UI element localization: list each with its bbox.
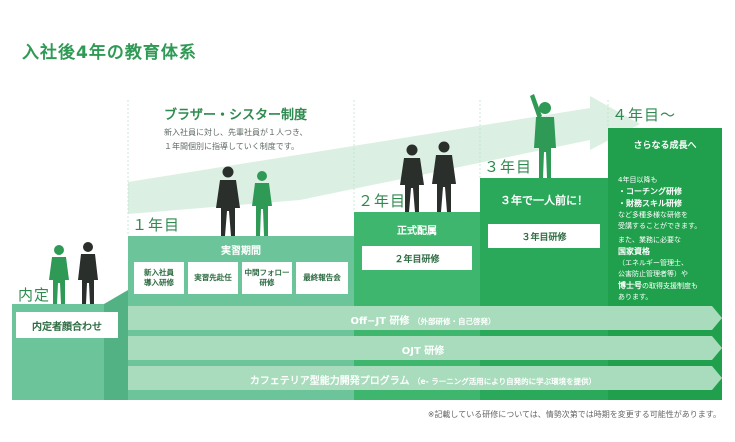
figure-year2-dark-2 [432, 141, 456, 212]
stage-label-year3: ３年目 [484, 158, 533, 176]
brother-sister-description: 新入社員に対し、先輩社員が１人つき、 １年間個別に指導していく制度です。 [164, 126, 307, 154]
year1-period-heading: 実習期間 [221, 246, 261, 257]
year1-item-orientation: 新入社員 導入研修 [134, 262, 184, 294]
figure-naitei-dark [78, 242, 98, 304]
band-ojt [128, 336, 722, 360]
stage-label-year1: １年目 [132, 216, 181, 234]
figure-year3-green [530, 94, 556, 178]
stage-label-naitei: 内定 [18, 286, 51, 304]
figure-year1-dark [216, 166, 240, 236]
figure-year1-green [252, 171, 272, 236]
brother-sister-desc-line1: 新入社員に対し、先輩社員が１人つき、 [164, 128, 308, 137]
year2-heading: 正式配属 [397, 226, 437, 237]
figure-year2-dark [400, 144, 424, 212]
year2-training-box: ２年目研修 [362, 246, 472, 270]
year4-text5: 公害防止管理者等）や [618, 270, 688, 278]
year4-bullet-finance: ・財務スキル研修 [618, 199, 682, 208]
figure-naitei-green [49, 245, 69, 304]
year4-kokka: 国家資格 [618, 247, 650, 256]
band-cafeteria [128, 366, 722, 390]
naitei-meeting-box: 内定者顔合わせ [16, 312, 118, 338]
year4-text1: など多種多様な研修を [618, 211, 688, 219]
brother-sister-title: ブラザー・シスター制度 [164, 108, 308, 123]
year4-text3: また、業務に必要な [618, 236, 681, 244]
year4-hakase-line: 博士号の取得支援制度も [618, 281, 698, 290]
year3-heading: ３年で一人前に！ [500, 194, 588, 207]
band-cafeteria-sub: （e- ラーニング活用により自発的に学ぶ環境を提供） [413, 377, 597, 386]
year4-bullet-coaching: ・コーチング研修 [618, 187, 682, 196]
band-offjt-sub: （外部研修・自己啓発） [413, 317, 496, 326]
stage-block-year3 [480, 178, 608, 400]
year4-text2: 受講することができます。 [618, 222, 702, 230]
band-ojt-label: OJT 研修 [128, 342, 718, 357]
stage-divider-lines [127, 100, 609, 236]
stage-label-year2: ２年目 [358, 192, 407, 210]
year4-lead: 4年目以降も [618, 176, 658, 184]
year4-description: 4年目以降も ・コーチング研修 ・財務スキル研修 など多種多様な研修を 受講する… [618, 175, 718, 303]
step-shadow [104, 290, 128, 400]
footnote: ※記載している研修については、情勢次第では時期を変更する可能性があります。 [427, 410, 721, 419]
stage-label-year4: ４年目～ [612, 106, 677, 124]
year4-text4: （エネルギー管理士、 [618, 259, 688, 267]
band-ojt-main: OJT 研修 [401, 346, 445, 357]
band-cafeteria-label: カフェテリア型能力開発プログラム （e- ラーニング活用により自発的に学ぶ環境を… [128, 372, 718, 387]
year1-item-midterm: 中間フォロー 研修 [242, 262, 292, 294]
brother-sister-desc-line2: １年間個別に指導していく制度です。 [164, 142, 299, 151]
band-offjt [128, 306, 722, 330]
year4-text7: あります。 [618, 293, 653, 301]
band-cafeteria-main: カフェテリア型能力開発プログラム [249, 376, 410, 387]
band-offjt-label: Off−JT 研修 （外部研修・自己啓発） [128, 312, 718, 327]
year1-item-final-report: 最終報告会 [296, 262, 348, 294]
page-title: 入社後4年の教育体系 [22, 43, 197, 63]
year4-heading: さらなる成長へ [633, 141, 697, 151]
year1-item-assignment: 実習先赴任 [188, 262, 238, 294]
band-offjt-main: Off−JT 研修 [350, 316, 410, 327]
year3-training-box: ３年目研修 [488, 224, 600, 248]
